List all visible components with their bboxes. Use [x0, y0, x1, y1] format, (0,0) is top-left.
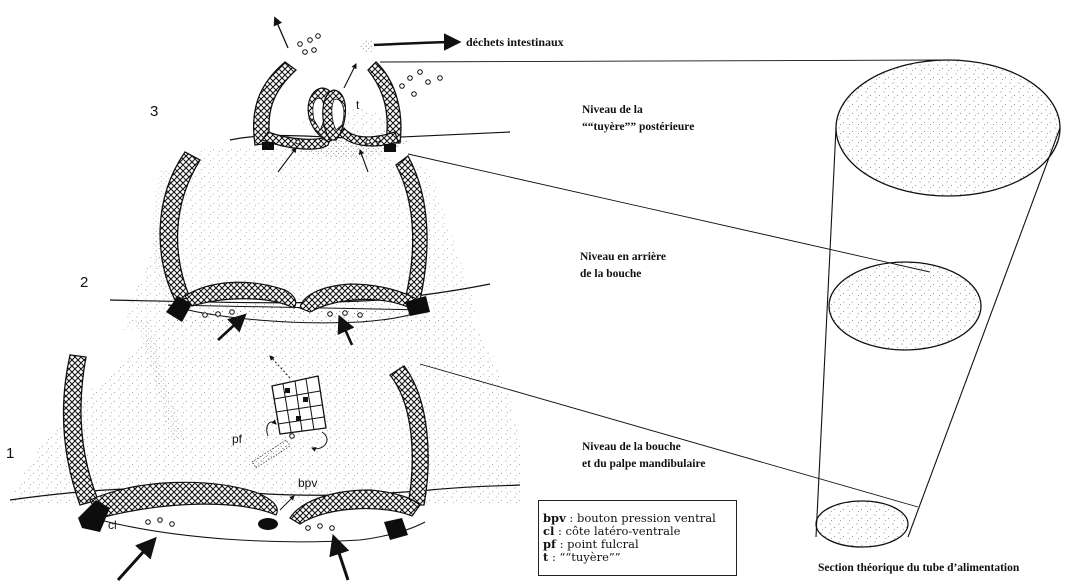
mandibular-palp	[272, 376, 326, 434]
feeding-tube-cone	[816, 60, 1060, 547]
legend-item-bpv: bpv : bouton pression ventral	[543, 511, 716, 525]
cl-label: cl	[108, 518, 117, 532]
pf-label: pf	[232, 432, 242, 446]
legend-item-cl: cl : côte latéro-ventrale	[543, 524, 680, 538]
bpv-label: bpv	[298, 476, 317, 490]
level-2-number: 2	[80, 274, 88, 292]
level-1-number: 1	[6, 445, 14, 463]
level-2-label-line2: de la bouche	[580, 268, 641, 282]
legend-item-t: t : ““tuyère””	[543, 550, 621, 564]
level-2-label-line1: Niveau en arrière	[580, 251, 666, 265]
tuyere-letter-label: t	[356, 98, 359, 112]
level-3-label-line2: ““tuyère”” postérieure	[582, 121, 694, 135]
figure-caption: Section théorique du tube d’alimentation	[818, 562, 1019, 576]
waste-label: déchets intestinaux	[466, 35, 564, 49]
legend-item-pf: pf : point fulcral	[543, 537, 639, 551]
level-3-label-line1: Niveau de la	[582, 104, 643, 118]
level-1-label-line2: et du palpe mandibulaire	[582, 458, 705, 472]
level-1-label-line1: Niveau de la bouche	[582, 441, 681, 455]
level-3-number: 3	[150, 103, 158, 121]
stipple-background	[10, 108, 522, 505]
